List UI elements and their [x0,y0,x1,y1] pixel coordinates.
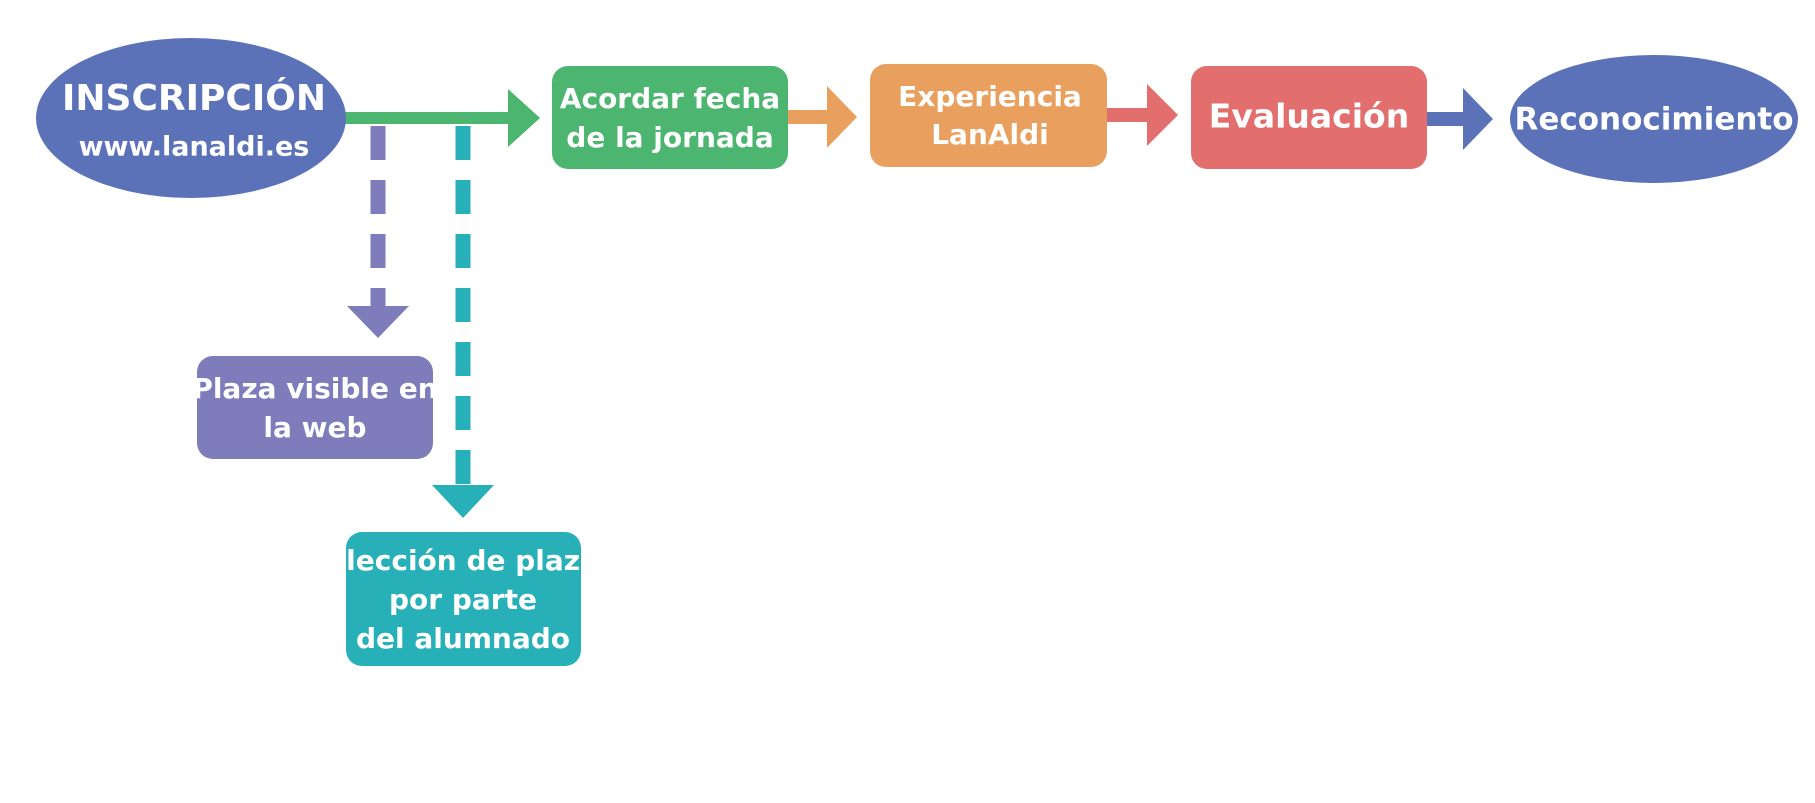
node-reconocimiento: Reconocimiento [1510,55,1798,183]
eleccion-line1: Elección de plaza [327,544,599,577]
eleccion-line2: por parte [389,583,537,616]
reconocimiento-label: Reconocimiento [1514,102,1793,138]
evaluacion-label: Evaluación [1209,97,1409,136]
experiencia-line2: LanAldi [931,118,1049,151]
arrow-evaluacion-to-reconocimiento [1427,88,1493,150]
eleccion-box [346,532,581,666]
arrow-inscripcion-to-acordar [345,89,540,147]
arrow-experiencia-to-evaluacion [1106,84,1178,146]
acordar-line1: Acordar fecha [560,82,780,115]
node-plaza-visible: Plaza visible en la web [192,356,438,459]
eleccion-line3: del alumnado [356,622,570,655]
experiencia-box [870,64,1107,167]
arrowhead-eleccion [432,485,494,518]
arrow-acordar-to-experiencia [787,86,857,148]
evaluacion-box [1191,66,1427,169]
node-experiencia: Experiencia LanAldi [870,64,1107,167]
acordar-line2: de la jornada [566,121,773,154]
node-evaluacion: Evaluación [1191,66,1427,169]
node-acordar-fecha: Acordar fecha de la jornada [552,66,788,169]
plaza-visible-line1: Plaza visible en [192,372,437,405]
acordar-box [552,66,788,169]
inscripcion-title: INSCRIPCIÓN [62,77,326,119]
experiencia-line1: Experiencia [898,80,1082,113]
connectors [345,84,1493,518]
node-eleccion-plaza: Elección de plaza por parte del alumnado [327,532,599,666]
plaza-visible-line2: la web [263,411,366,444]
inscripcion-url: www.lanaldi.es [79,132,310,163]
node-inscripcion: INSCRIPCIÓN www.lanaldi.es [36,38,346,198]
reconocimiento-ellipse [1510,55,1798,183]
arrowhead-plaza-visible [347,306,409,338]
inscripcion-ellipse [36,38,346,198]
plaza-visible-box [197,356,433,459]
